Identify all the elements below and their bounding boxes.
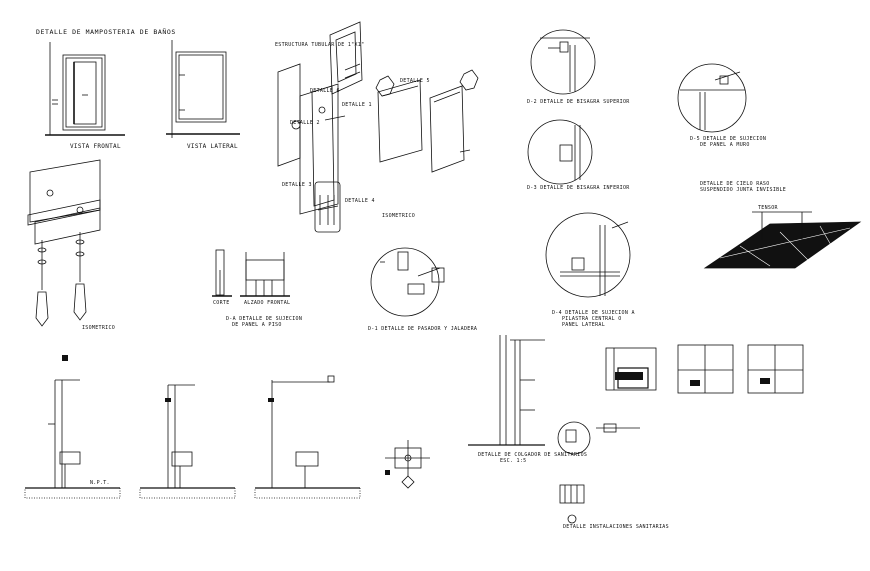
cielo-raso-drawing <box>703 211 862 269</box>
label-d-2: D-2 DETALLE DE BISAGRA SUPERIOR <box>527 99 630 105</box>
label-d-a-2: DE PANEL A PISO <box>232 322 282 328</box>
label-alzado: ALZADO FRONTAL <box>244 300 291 306</box>
vista-frontal-drawing <box>45 42 125 136</box>
d3-detail-circle <box>527 119 593 185</box>
label-vista-lateral: VISTA LATERAL <box>187 143 238 150</box>
label-isometrico-2: ISOMETRICO <box>82 325 116 331</box>
right-panels <box>605 344 804 394</box>
d2-detail-circle <box>530 29 596 95</box>
vista-lateral-drawing <box>166 40 240 138</box>
bottom-sections <box>24 375 361 499</box>
label-d-5-2: DE PANEL A MURO <box>700 142 750 148</box>
colgador-detail <box>557 421 640 524</box>
label-detalle-6: DETALLE 6 <box>310 88 340 94</box>
label-escala: ESC. 1:5 <box>500 458 527 464</box>
label-isometrico: ISOMETRICO <box>382 213 416 219</box>
isometric-bolt-assembly <box>27 159 101 327</box>
corte-alzado-drawing <box>212 249 290 297</box>
floor-drain-detail <box>385 440 430 489</box>
label-estructura: ESTRUCTURA TUBULAR DE 1"X1" <box>275 42 365 48</box>
label-detalle-3: DETALLE 3 <box>282 182 312 188</box>
label-tensor: TENSOR <box>758 205 778 211</box>
label-cielo-1: DETALLE DE CIELO RASO <box>700 181 770 187</box>
label-cielo-2: SUSPENDIDO JUNTA INVISIBLE <box>700 187 787 193</box>
pipe-section <box>468 335 545 446</box>
label-instalaciones: DETALLE INSTALACIONES SANITARIAS <box>563 524 669 530</box>
d4-detail-circle <box>545 212 631 298</box>
label-corte: CORTE <box>213 300 230 306</box>
isometric-panels <box>277 21 479 233</box>
label-d-4: D-4 DETALLE DE SUJECION A <box>552 310 635 316</box>
label-detalle-2: DETALLE 2 <box>290 120 320 126</box>
label-vista-frontal: VISTA FRONTAL <box>70 143 121 150</box>
solid-marks <box>62 355 770 475</box>
label-d-a: D-A DETALLE DE SUJECION <box>226 316 303 322</box>
label-d-4-2: PILASTRA CENTRAL O <box>562 316 622 322</box>
label-colgador: DETALLE DE COLGADOR DE SANITARIOS <box>478 452 588 458</box>
d5-detail-circle <box>677 63 747 133</box>
d1-detail-circle <box>370 247 445 317</box>
label-detalle-4: DETALLE 4 <box>345 198 375 204</box>
sheet-title: DETALLE DE MAMPOSTERIA DE BAÑOS <box>36 28 176 36</box>
label-nivel: N.P.T. <box>90 480 110 486</box>
label-d-4-3: PANEL LATERAL <box>562 322 606 328</box>
label-d-3: D-3 DETALLE DE BISAGRA INFERIOR <box>527 185 630 191</box>
label-d-1: D-1 DETALLE DE PASADOR Y JALADERA <box>368 326 478 332</box>
label-detalle-1: DETALLE 1 <box>342 102 372 108</box>
label-detalle-5: DETALLE 5 <box>400 78 430 84</box>
label-d-5: D-5 DETALLE DE SUJECION <box>690 136 767 142</box>
